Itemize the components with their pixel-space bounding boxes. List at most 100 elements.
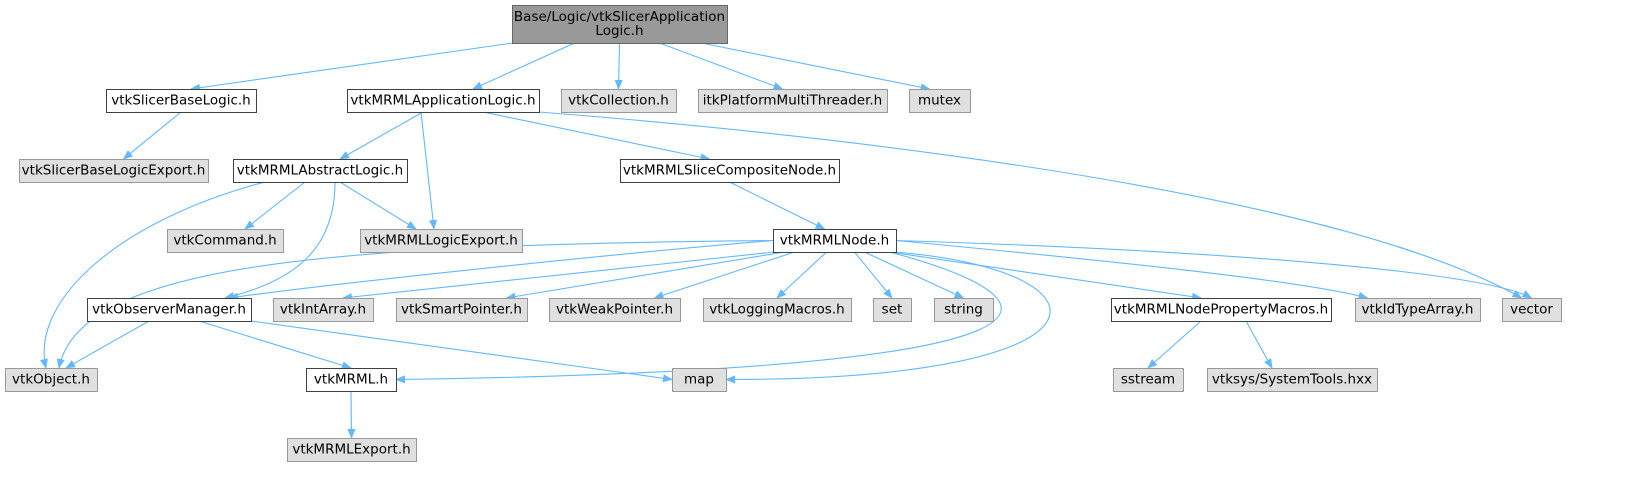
node-label: vtkWeakPointer.h — [556, 302, 673, 318]
node-box — [909, 89, 971, 113]
node-vtkObject: vtkObject.h — [5, 368, 98, 392]
edge-vtkMRMLAbstractLogic-to-vtkMRMLLogicExport — [339, 181, 417, 230]
node-box — [1113, 368, 1184, 392]
node-vtkWeakPointer: vtkWeakPointer.h — [549, 298, 681, 322]
node-vtkMRMLNodePropertyMacros[interactable]: vtkMRMLNodePropertyMacros.h — [1111, 298, 1332, 322]
node-vtkSlicerBaseLogic[interactable]: vtkSlicerBaseLogic.h — [106, 89, 257, 113]
edge-vtkMRMLNode-to-vector — [895, 239, 1533, 299]
node-vtkCollection: vtkCollection.h — [561, 89, 677, 113]
node-vector: vector — [1502, 298, 1562, 322]
edge-vtkMRMLNode-to-vtkIdTypeArray — [895, 239, 1369, 300]
node-vtkMRMLSliceCompositeNode[interactable]: vtkMRMLSliceCompositeNode.h — [620, 159, 840, 183]
node-vtkMRMLNode[interactable]: vtkMRMLNode.h — [773, 229, 897, 253]
node-label: mutex — [918, 93, 961, 109]
node-box[interactable] — [620, 159, 840, 183]
edge-root-to-vtkCollection — [614, 42, 623, 90]
node-label: vtkMRML.h — [314, 372, 388, 388]
node-label: vtkMRMLApplicationLogic.h — [350, 93, 535, 109]
edge-vtkMRMLAbstractLogic-to-vtkObject — [40, 181, 266, 369]
node-vtkLoggingMacros: vtkLoggingMacros.h — [703, 298, 852, 322]
edge-vtkMRMLNode-to-vtkObserverManager — [228, 239, 774, 301]
node-label: vtkSlicerBaseLogic.h — [111, 93, 250, 109]
node-label: vtkCollection.h — [568, 93, 669, 109]
node-vtkMRMLLogicExport: vtkMRMLLogicExport.h — [360, 229, 523, 253]
edge-vtkObserverManager-to-vtkObject — [65, 320, 150, 369]
edge-vtkMRMLApplicationLogic-to-vtkMRMLSliceCompositeNode — [482, 111, 711, 162]
node-vtkObserverManager[interactable]: vtkObserverManager.h — [87, 298, 252, 322]
node-label: vtkSmartPointer.h — [401, 302, 522, 318]
edge-vtkSlicerBaseLogic-to-vtkSlicerBaseLogicExport — [122, 111, 182, 160]
node-box — [19, 159, 209, 183]
node-vtkIntArray: vtkIntArray.h — [273, 298, 374, 322]
node-box — [396, 298, 528, 322]
edge-vtkMRMLNode-to-vtkLoggingMacros — [776, 251, 827, 299]
node-label: vtkMRMLLogicExport.h — [364, 233, 518, 249]
node-box — [934, 298, 994, 322]
node-box — [1355, 298, 1481, 322]
node-vtkMRML[interactable]: vtkMRML.h — [306, 368, 397, 392]
edge-root-to-vtkSlicerBaseLogic — [190, 42, 513, 92]
node-box — [698, 89, 888, 113]
node-label: vtkObserverManager.h — [92, 302, 246, 318]
node-label: vector — [1510, 302, 1553, 318]
node-vtkCommand: vtkCommand.h — [167, 229, 284, 253]
node-box[interactable] — [87, 298, 252, 322]
node-box[interactable] — [1111, 298, 1332, 322]
node-label: vtkMRMLNodePropertyMacros.h — [1114, 302, 1328, 318]
node-box[interactable] — [347, 89, 540, 113]
edge-vtkMRMLNodePropertyMacros-to-sstream — [1147, 320, 1202, 369]
node-vtkMRMLAbstractLogic[interactable]: vtkMRMLAbstractLogic.h — [233, 159, 408, 183]
node-box — [1207, 368, 1378, 392]
node-vtksysSystemTools: vtksys/SystemTools.hxx — [1207, 368, 1378, 392]
edge-vtkMRMLNodePropertyMacros-to-vtksysSystemTools — [1245, 320, 1273, 369]
node-box[interactable] — [233, 159, 408, 183]
node-vtkMRMLExport: vtkMRMLExport.h — [287, 438, 417, 462]
node-label: set — [882, 302, 903, 318]
node-label: vtkMRMLAbstractLogic.h — [237, 163, 403, 179]
edge-vtkMRMLNode-to-string — [864, 251, 965, 299]
node-box — [873, 298, 912, 322]
node-vtkMRMLApplicationLogic[interactable]: vtkMRMLApplicationLogic.h — [347, 89, 540, 113]
node-label: sstream — [1121, 372, 1175, 388]
node-box — [167, 229, 284, 253]
edge-vtkMRMLSliceCompositeNode-to-vtkMRMLNode — [729, 181, 826, 230]
edge-vtkObserverManager-to-map — [250, 320, 673, 383]
node-label: vtkCommand.h — [173, 233, 276, 249]
node-box — [1502, 298, 1562, 322]
node-label: vtkMRMLSliceCompositeNode.h — [623, 163, 836, 179]
node-vtkSmartPointer: vtkSmartPointer.h — [396, 298, 528, 322]
edge-vtkMRMLApplicationLogic-to-vector — [538, 111, 1523, 299]
node-box[interactable] — [773, 229, 897, 253]
node-sstream: sstream — [1113, 368, 1184, 392]
edge-vtkMRMLNode-to-vtkWeakPointer — [653, 251, 795, 299]
node-label: vtksys/SystemTools.hxx — [1212, 372, 1372, 388]
node-label: vtkMRMLExport.h — [292, 442, 410, 458]
node-box — [287, 438, 417, 462]
edge-root-to-mutex — [701, 42, 931, 92]
edge-vtkMRMLNode-to-vtkIntArray — [342, 251, 775, 302]
node-box[interactable] — [106, 89, 257, 113]
node-set: set — [873, 298, 912, 322]
node-box[interactable] — [306, 368, 397, 392]
edge-vtkMRML-to-vtkMRMLExport — [347, 390, 356, 439]
edge-vtkMRMLNode-to-map — [725, 251, 1051, 384]
node-label: vtkSlicerBaseLogicExport.h — [22, 163, 206, 179]
node-label: vtkObject.h — [12, 372, 90, 388]
edge-root-to-vtkMRMLApplicationLogic — [472, 42, 575, 90]
edge-vtkMRMLAbstractLogic-to-vtkCommand — [244, 181, 306, 230]
edge-vtkMRMLNode-to-vtkMRML — [395, 251, 1002, 384]
node-label: Logic.h — [595, 23, 643, 39]
node-label: vtkLoggingMacros.h — [709, 302, 844, 318]
edge-root-to-itkPlatformMultiThreader — [659, 42, 784, 90]
edge-vtkMRMLApplicationLogic-to-vtkMRMLLogicExport — [420, 111, 437, 230]
node-box — [273, 298, 374, 322]
node-box — [549, 298, 681, 322]
node-label: map — [684, 372, 714, 388]
node-box[interactable] — [512, 5, 728, 44]
node-vtkIdTypeArray: vtkIdTypeArray.h — [1355, 298, 1481, 322]
edge-vtkMRMLNode-to-set — [854, 251, 893, 299]
node-label: string — [944, 302, 983, 318]
